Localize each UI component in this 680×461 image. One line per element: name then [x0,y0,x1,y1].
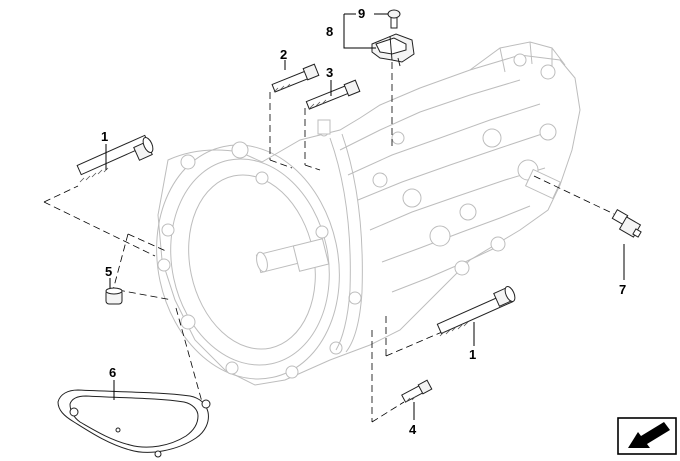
callout-4: 4 [409,422,417,437]
leader-lines [105,13,625,420]
transmission-housing [156,41,581,386]
long-bolt-left [76,134,154,183]
callout-3: 3 [326,65,333,80]
cover-plate-6 [57,389,211,458]
short-bolt-4 [401,379,433,403]
callout-8: 8 [326,24,333,39]
medium-bolt-3 [305,79,361,110]
dowel-sleeve-5 [105,287,123,305]
callout-2: 2 [280,47,287,62]
sensor-switch-7 [611,208,642,238]
callout-1-right: 1 [469,347,476,362]
alignment-lines [43,62,615,423]
medium-bolt-2 [271,63,320,93]
callout-1-left: 1 [101,129,108,144]
callout-5: 5 [105,264,112,279]
long-bolt-right [436,286,516,337]
bracket-8 [371,33,415,67]
callout-labels: 1 2 3 5 6 8 9 7 1 4 [101,6,626,437]
callout-7: 7 [619,282,626,297]
bracket-screw-9 [387,9,401,29]
callout-6: 6 [109,365,116,380]
arrow-box-icon [617,417,677,455]
callout-9: 9 [358,6,365,21]
